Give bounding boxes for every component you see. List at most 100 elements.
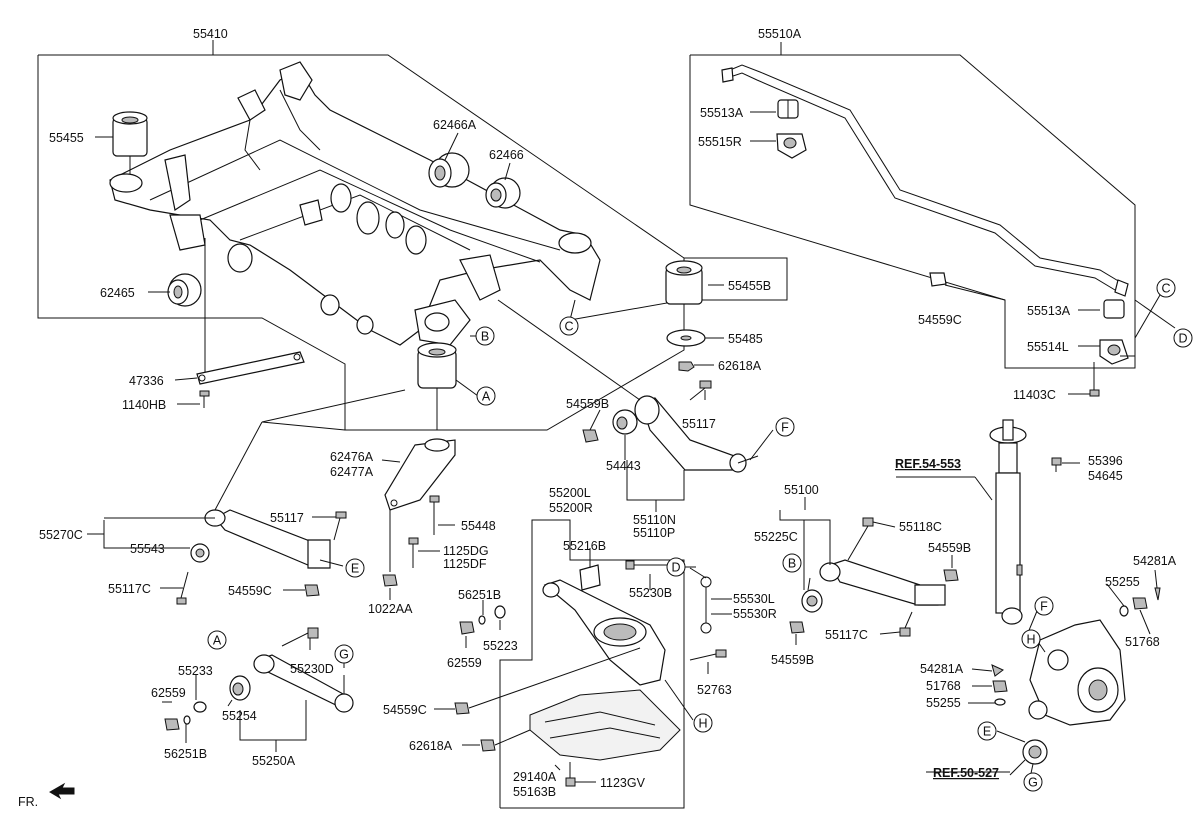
label-54559C-bot: 54559C [383, 703, 427, 717]
bolt-1123GV [565, 762, 576, 787]
bolt-52763 [689, 649, 727, 661]
bushing-55254 [229, 675, 251, 701]
label-62466A: 62466A [433, 118, 477, 132]
washer-55223 [494, 605, 506, 619]
label-55543: 55543 [130, 542, 165, 556]
bolt-55117C-right [899, 611, 913, 637]
label-55117C-right: 55117C [825, 628, 868, 642]
svg-text:B: B [788, 557, 796, 571]
label-55100: 55100 [784, 483, 819, 497]
plate-47336 [196, 238, 305, 385]
label-55230D: 55230D [290, 662, 334, 676]
label-55163B: 55163B [513, 785, 556, 799]
label-54559C-right: 54559C [918, 313, 962, 327]
label-55514L: 55514L [1027, 340, 1069, 354]
label-55233: 55233 [178, 664, 213, 678]
washer-55233 [193, 701, 207, 713]
label-47336: 47336 [129, 374, 164, 388]
label-55510A: 55510A [758, 27, 802, 41]
label-62559-mid: 62559 [447, 656, 482, 670]
bushing-55513A-mid [1103, 299, 1125, 319]
svg-text:E: E [983, 725, 991, 739]
bolt-55230B [625, 560, 668, 570]
washer-56251B-left [183, 715, 191, 725]
label-55255-right: 55255 [1105, 575, 1140, 589]
svg-text:H: H [698, 717, 707, 731]
bushing-55513A-top [777, 99, 799, 119]
svg-text:A: A [213, 634, 222, 648]
crossmember-group-frame [37, 40, 788, 431]
label-54559B-right: 54559B [928, 541, 971, 555]
clamp-55514L [1099, 339, 1129, 365]
washer-56251B-mid [478, 615, 486, 625]
nut-54559B-right [943, 569, 959, 582]
svg-text:F: F [1040, 600, 1048, 614]
bolt-55117C-left [176, 571, 189, 605]
front-direction-indicator: FR. [18, 782, 75, 809]
label-55250A: 55250A [252, 754, 296, 768]
label-55225C: 55225C [754, 530, 798, 544]
label-55513A-mid: 55513A [1027, 304, 1071, 318]
label-51768-low: 51768 [926, 679, 961, 693]
nut-54559C-bot [454, 647, 641, 715]
stabilizer-bar-group-frame [689, 42, 1136, 369]
callout-e-right: E [977, 721, 997, 741]
label-55223: 55223 [483, 639, 518, 653]
nut-62618A-top [678, 361, 695, 372]
label-55118C: 55118C [899, 520, 942, 534]
callout-b-right: B [782, 553, 802, 573]
label-54559B-arm: 54559B [566, 397, 609, 411]
fr-label: FR. [18, 795, 38, 809]
label-54559C-left: 54559C [228, 584, 272, 598]
bushing-55455B [665, 260, 703, 305]
label-55530R: 55530R [733, 607, 777, 621]
bolt-55117-left [333, 511, 347, 541]
lower-arm-55200 [542, 564, 666, 686]
label-55410: 55410 [193, 27, 228, 41]
label-55117-arm: 55117 [682, 417, 716, 431]
label-55396: 55396 [1088, 454, 1123, 468]
label-62618A-bot: 62618A [409, 739, 453, 753]
label-54645: 54645 [1088, 469, 1123, 483]
bolt-55118C [847, 517, 874, 561]
callout-a-upper: A [476, 386, 496, 406]
svg-text:E: E [351, 562, 359, 576]
callout-a-left: A [207, 630, 227, 650]
callout-c-right: C [1156, 278, 1176, 298]
callout-f-arm: F [775, 417, 795, 437]
nut-54559C-right [929, 272, 947, 287]
svg-text:G: G [339, 648, 349, 662]
label-1022AA: 1022AA [368, 602, 413, 616]
callout-g-right: G [1023, 772, 1043, 792]
label-1125DG: 1125DG [443, 544, 489, 558]
label-29140A: 29140A [513, 770, 557, 784]
stabilizer-link-55530 [700, 576, 712, 634]
bushing-55225C [801, 589, 823, 613]
label-54281A-right: 54281A [1133, 554, 1177, 568]
callout-b-upper: B [475, 326, 495, 346]
label-62477A: 62477A [330, 465, 374, 479]
shock-absorber [989, 419, 1027, 625]
label-55255-low: 55255 [926, 696, 961, 710]
ref-50-527: REF.50-527 [933, 766, 999, 780]
callout-f-right: F [1034, 596, 1054, 616]
upper-arm-55100 [819, 559, 946, 606]
svg-text:H: H [1026, 633, 1035, 647]
svg-text:D: D [671, 561, 680, 575]
label-55117-left: 55117 [270, 511, 304, 525]
bracket-62476A [384, 438, 456, 511]
label-55200L: 55200L [549, 486, 591, 500]
nut-62618A-bot [480, 729, 531, 752]
label-56251B-left: 56251B [164, 747, 207, 761]
label-55485: 55485 [728, 332, 763, 346]
trailing-arm-55270C [204, 389, 406, 569]
label-55270C: 55270C [39, 528, 83, 542]
label-54443: 54443 [606, 459, 641, 473]
label-62466: 62466 [489, 148, 524, 162]
link-55250A [253, 654, 354, 713]
label-55110N: 55110N [633, 513, 676, 527]
cover-29140A [529, 689, 681, 761]
bushing-54443 [612, 409, 638, 435]
nut-62559-mid [459, 621, 475, 635]
